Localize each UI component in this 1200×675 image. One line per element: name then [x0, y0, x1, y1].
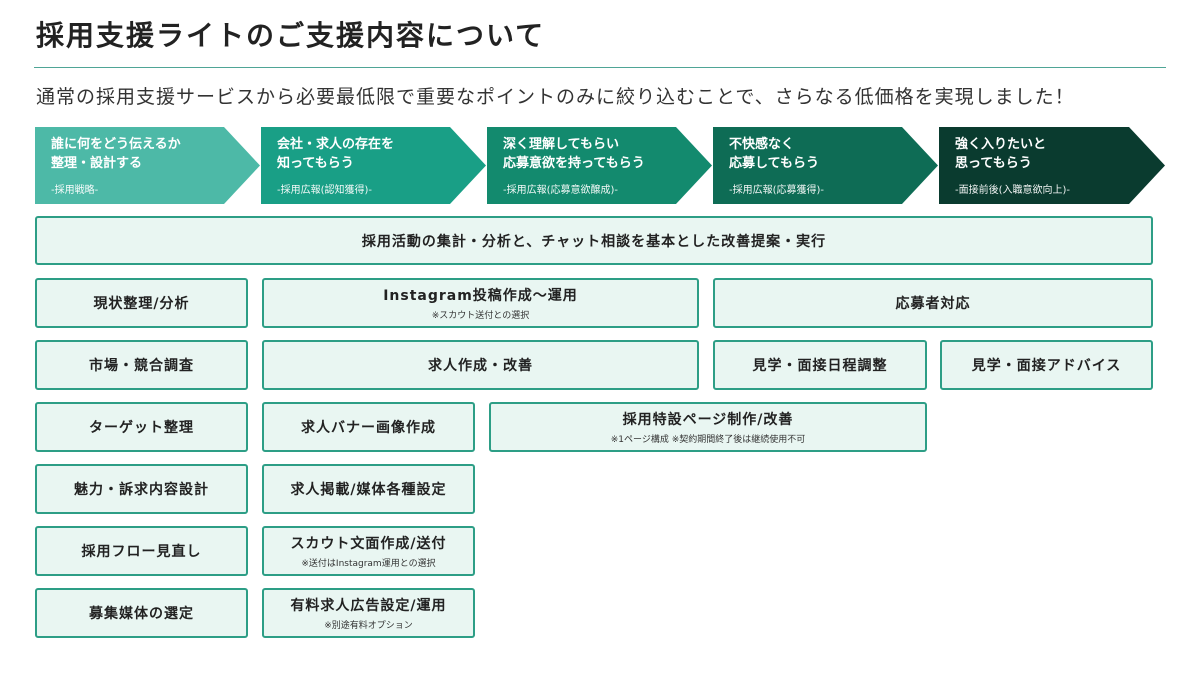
box-label: 採用活動の集計・分析と、チャット相談を基本とした改善提案・実行 — [361, 233, 827, 250]
service-appeal-design: 魅力・訴求内容設計 — [35, 464, 248, 514]
step-line2: 整理・設計する — [51, 156, 143, 171]
title-divider — [34, 67, 1166, 68]
box-note: ※別途有料オプション — [324, 621, 413, 631]
box-label: Instagram投稿作成〜運用 — [383, 288, 578, 304]
step-line1: 会社・求人の存在を — [277, 137, 395, 152]
box-label: 採用特設ページ制作/改善 — [622, 412, 794, 428]
box-label: スカウト文面作成/送付 — [290, 536, 447, 552]
process-step-awareness: 会社・求人の存在を知ってもらう -採用広報(認知獲得)- — [261, 127, 486, 204]
step-line1: 深く理解してもらい — [503, 137, 619, 152]
step-sub: -採用広報(応募獲得)- — [729, 185, 825, 196]
service-recruit-page: 採用特設ページ制作/改善 ※1ページ構成 ※契約期間終了後は継続使用不可 — [489, 402, 927, 452]
step-line1: 不快感なく — [729, 137, 795, 152]
step-line2: 応募してもらう — [729, 156, 819, 171]
box-label: 求人作成・改善 — [428, 358, 533, 374]
box-label: ターゲット整理 — [89, 420, 194, 436]
service-scout: スカウト文面作成/送付 ※送付はInstagram運用との選択 — [262, 526, 475, 576]
service-media-settings: 求人掲載/媒体各種設定 — [262, 464, 475, 514]
step-sub: -面接前後(入職意欲向上)- — [955, 185, 1071, 196]
service-market-research: 市場・競合調査 — [35, 340, 248, 390]
step-line2: 応募意欲を持ってもらう — [503, 156, 645, 171]
step-sub: -採用戦略- — [51, 185, 99, 196]
service-flow-review: 採用フロー見直し — [35, 526, 248, 576]
box-label: 見学・面接アドバイス — [971, 358, 1122, 374]
process-step-motivation: 深く理解してもらい応募意欲を持ってもらう -採用広報(応募意欲醸成)- — [487, 127, 712, 204]
box-label: 採用フロー見直し — [81, 544, 202, 560]
box-note: ※スカウト送付との選択 — [431, 311, 530, 321]
service-paid-ads: 有料求人広告設定/運用 ※別途有料オプション — [262, 588, 475, 638]
step-sub: -採用広報(認知獲得)- — [277, 185, 373, 196]
service-job-posting: 求人作成・改善 — [262, 340, 699, 390]
box-label: 魅力・訴求内容設計 — [74, 482, 209, 498]
analysis-consulting-box: 採用活動の集計・分析と、チャット相談を基本とした改善提案・実行 — [35, 216, 1153, 265]
step-line2: 知ってもらう — [277, 156, 354, 171]
process-step-application: 不快感なく応募してもらう -採用広報(応募獲得)- — [713, 127, 938, 204]
service-visit-scheduling: 見学・面接日程調整 — [713, 340, 927, 390]
page-subtitle: 通常の採用支援サービスから必要最低限で重要なポイントのみに絞り込むことで、さらな… — [36, 86, 1075, 108]
box-label: 市場・競合調査 — [89, 358, 194, 374]
step-line1: 強く入りたいと — [955, 137, 1047, 152]
box-label: 有料求人広告設定/運用 — [290, 598, 447, 614]
process-step-strategy: 誰に何をどう伝えるか整理・設計する -採用戦略- — [35, 127, 260, 204]
step-line1: 誰に何をどう伝えるか — [51, 137, 181, 152]
service-visit-advice: 見学・面接アドバイス — [940, 340, 1153, 390]
service-job-banner: 求人バナー画像作成 — [262, 402, 475, 452]
box-label: 求人掲載/媒体各種設定 — [290, 482, 447, 498]
box-note: ※1ページ構成 ※契約期間終了後は継続使用不可 — [610, 435, 806, 445]
service-status-analysis: 現状整理/分析 — [35, 278, 248, 328]
box-label: 応募者対応 — [895, 296, 971, 312]
page-title: 採用支援ライトのご支援内容について — [36, 19, 546, 52]
box-note: ※送付はInstagram運用との選択 — [301, 559, 436, 569]
service-media-selection: 募集媒体の選定 — [35, 588, 248, 638]
box-label: 現状整理/分析 — [93, 296, 190, 312]
step-line2: 思ってもらう — [955, 156, 1032, 171]
box-label: 見学・面接日程調整 — [752, 358, 888, 374]
step-sub: -採用広報(応募意欲醸成)- — [503, 185, 619, 196]
service-applicant-response: 応募者対応 — [713, 278, 1153, 328]
box-label: 求人バナー画像作成 — [301, 420, 436, 436]
service-instagram: Instagram投稿作成〜運用 ※スカウト送付との選択 — [262, 278, 699, 328]
box-label: 募集媒体の選定 — [89, 606, 194, 622]
process-step-interview: 強く入りたいと思ってもらう -面接前後(入職意欲向上)- — [939, 127, 1165, 204]
service-target-definition: ターゲット整理 — [35, 402, 248, 452]
